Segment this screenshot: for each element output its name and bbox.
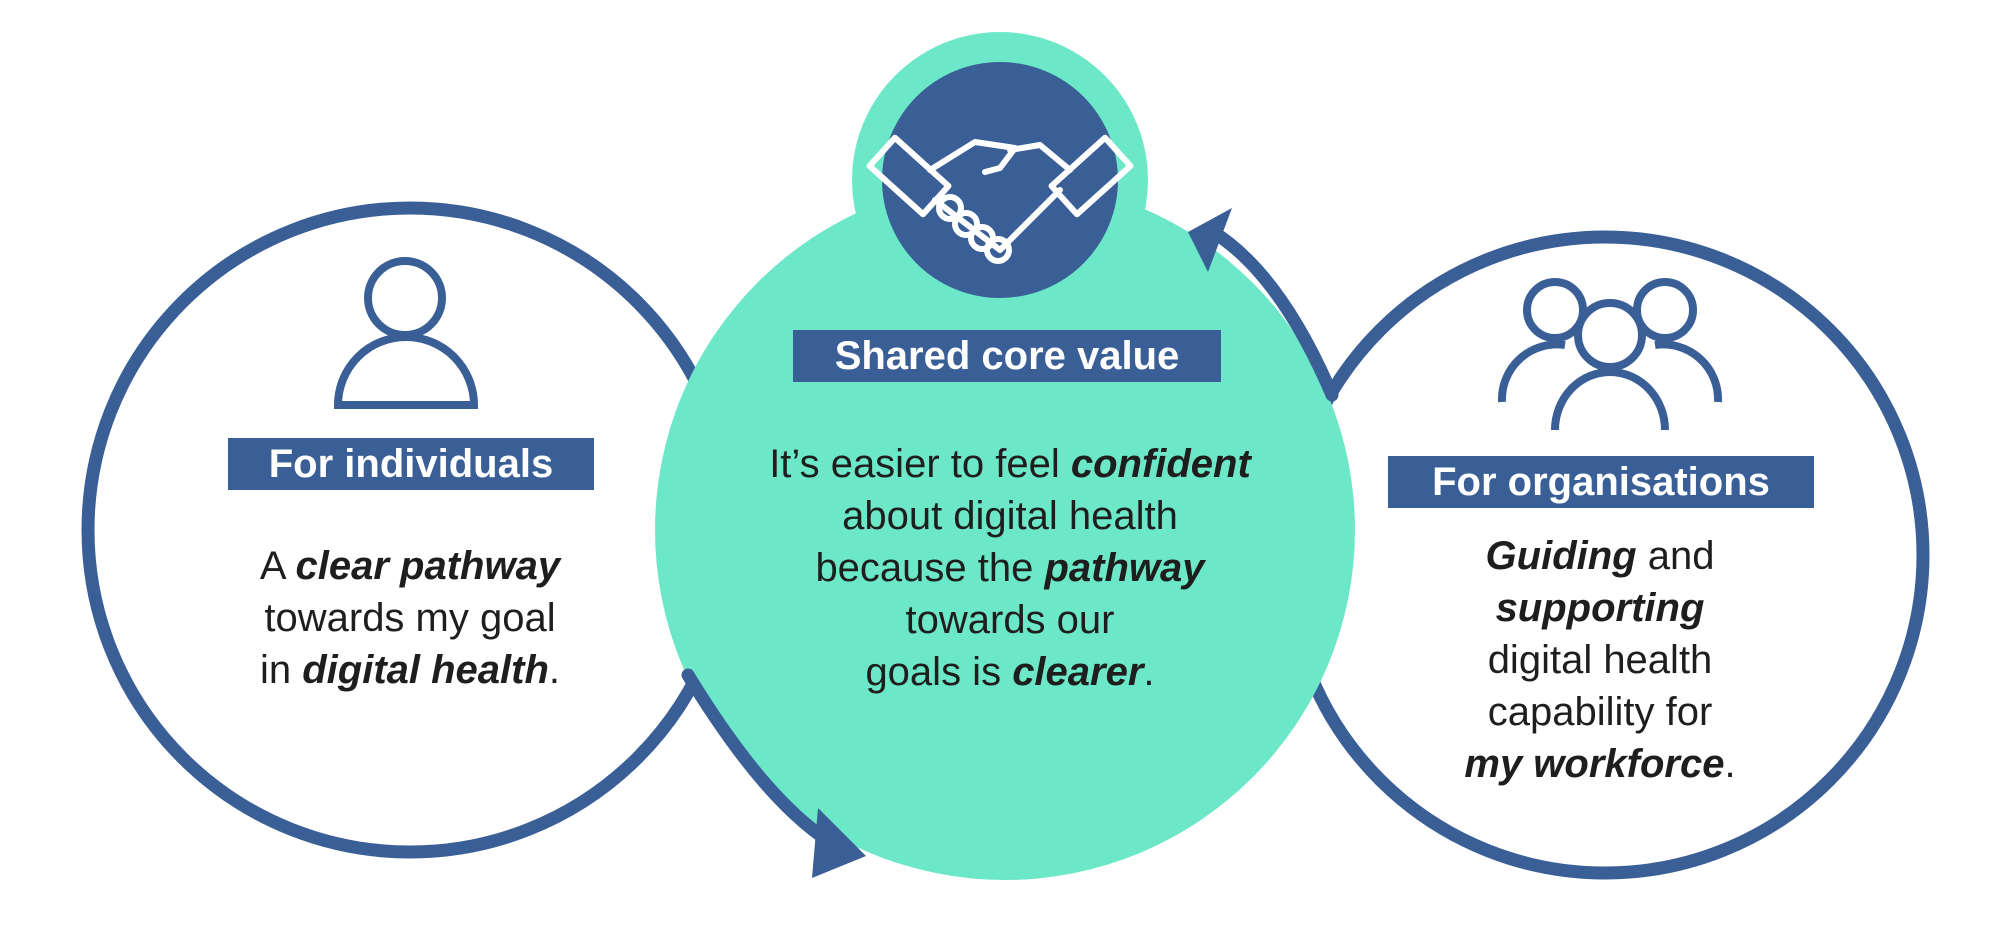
person-icon [333, 257, 479, 409]
organisations-line-5: my workforce. [1464, 742, 1736, 786]
shared-line-1: It’s easier to feel confident [769, 442, 1251, 486]
individuals-label: For individuals [228, 438, 594, 490]
shared-label: Shared core value [793, 330, 1221, 382]
shared-line-3: because the pathway [815, 546, 1205, 590]
individuals-line-1: A clear pathway [259, 544, 561, 588]
shared-line-4: towards our [905, 598, 1115, 642]
individuals-line-3: in digital health. [259, 648, 561, 692]
organisations-line-1: Guiding and [1485, 534, 1715, 578]
organisations-line-4: capability for [1487, 690, 1713, 734]
individuals-text: A clear pathway towards my goal in digit… [170, 540, 650, 696]
shared-text: It’s easier to feel confident about digi… [700, 438, 1320, 698]
shared-icon-disc [882, 62, 1118, 298]
individuals-circle [81, 201, 739, 859]
shared-line-5: goals is clearer. [865, 650, 1155, 694]
group-icon [1497, 278, 1723, 431]
arrow-head-right [1188, 208, 1232, 272]
arrow-head-left [812, 808, 866, 878]
organisations-line-3: digital health [1487, 638, 1713, 682]
organisations-label: For organisations [1388, 456, 1814, 508]
arrow-curve-right [1203, 223, 1339, 402]
shared-line-2: about digital health [842, 494, 1178, 538]
organisations-line-2: supporting [1495, 586, 1705, 630]
handshake-icon [866, 134, 1134, 264]
individuals-line-2: towards my goal [264, 596, 556, 640]
organisations-text: Guiding and supporting digital health ca… [1360, 530, 1840, 790]
